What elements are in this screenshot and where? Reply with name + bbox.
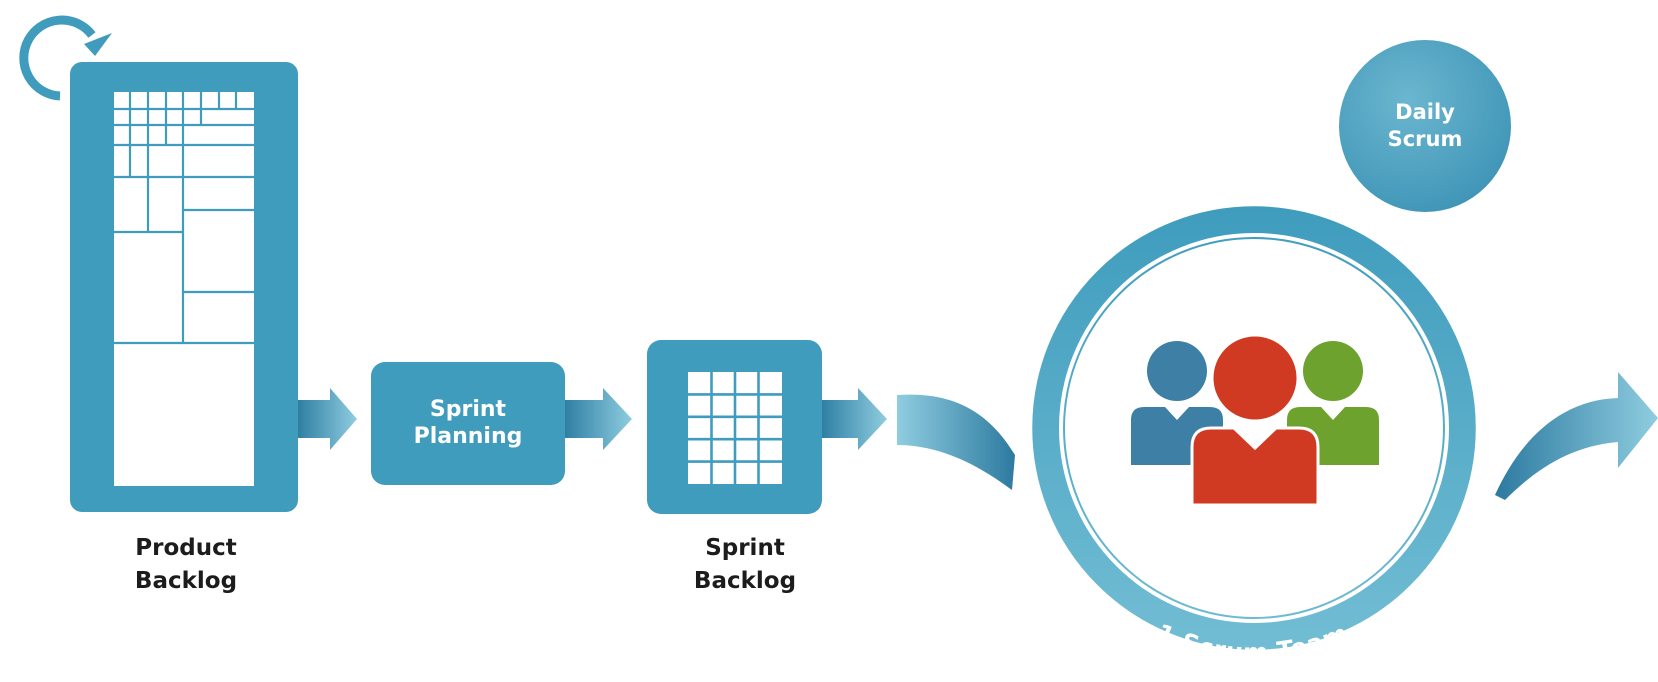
right-arrow-icon <box>565 388 632 450</box>
daily-scrum-label-line2: Scrum <box>1388 127 1463 151</box>
sprint-flow-in-swoosh <box>897 394 1015 490</box>
daily-scrum-label-line1: Daily <box>1395 100 1455 124</box>
product-backlog-label-line2: Backlog <box>135 568 237 594</box>
sprint-backlog-card <box>647 340 822 514</box>
right-arrow-icon <box>298 388 357 450</box>
sprint-backlog-grid-lines <box>688 372 782 484</box>
team-people-icon <box>1131 333 1379 507</box>
sprint-planning-card <box>371 362 565 485</box>
sprint-backlog-label-line1: Sprint <box>705 535 785 561</box>
sprint-planning-label-line2: Planning <box>414 424 523 449</box>
sprint-cycle-ring <box>1029 203 1479 653</box>
daily-scrum-bubble <box>1335 36 1515 216</box>
backlog-grid-lines <box>114 92 254 345</box>
product-backlog-card <box>70 62 298 512</box>
sprint-backlog-label-line2: Backlog <box>694 568 796 594</box>
sprint-flow-out-swoosh <box>1495 372 1658 500</box>
product-backlog-label-line1: Product <box>135 535 236 561</box>
right-arrow-icon <box>822 388 887 450</box>
refresh-cycle-icon <box>19 15 112 101</box>
sprint-planning-label-line1: Sprint <box>430 397 507 422</box>
